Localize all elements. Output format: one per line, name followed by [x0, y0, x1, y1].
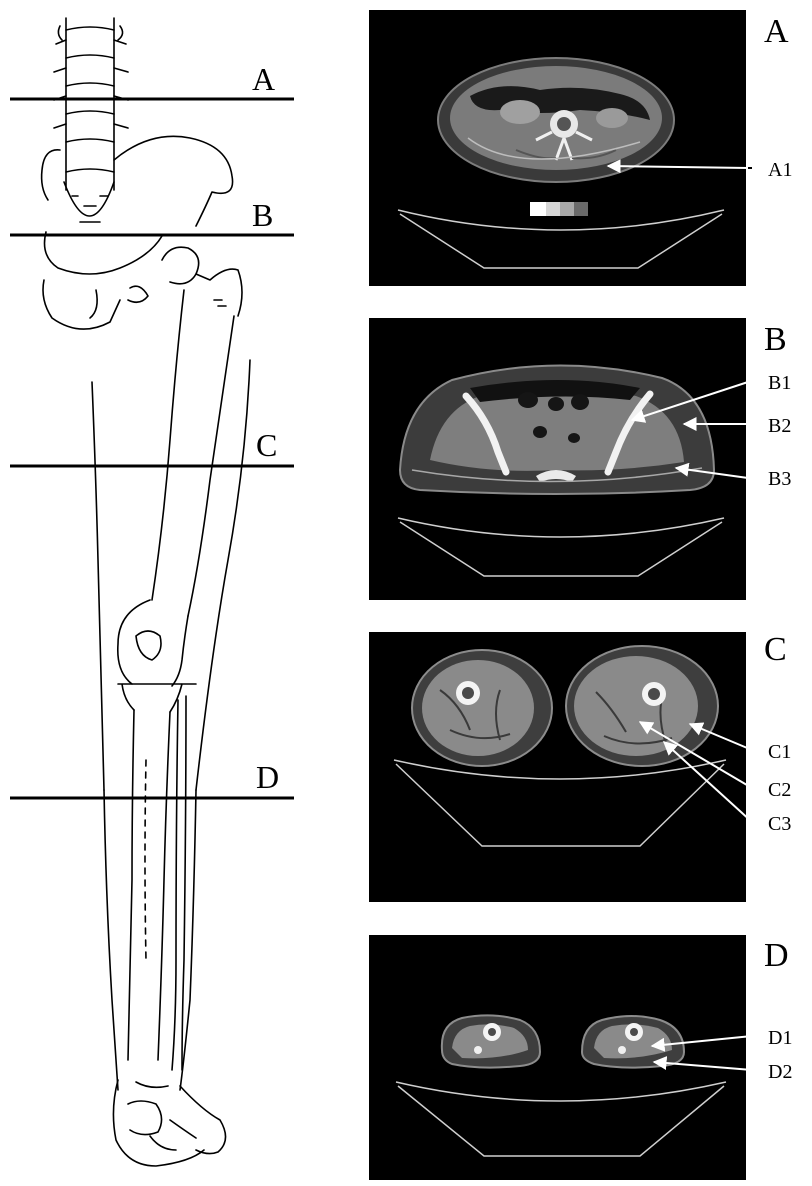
foot	[113, 1080, 225, 1166]
cutlines: A B C D	[10, 61, 294, 798]
ct-panel-b	[369, 318, 748, 600]
panel-a-label: A	[764, 13, 789, 50]
skeleton-drawing	[42, 18, 250, 1166]
cutline-d-label: D	[256, 759, 279, 795]
cutline-b-label: B	[252, 197, 273, 233]
marker-b3: B3	[768, 468, 791, 490]
cutline-c-label: C	[256, 427, 277, 463]
ct-panel-d	[369, 935, 752, 1180]
panel-d-label: D	[764, 937, 789, 974]
marker-b1: B1	[768, 372, 791, 394]
marker-b2: B2	[768, 415, 791, 437]
ct-slice-pelvis	[400, 365, 714, 494]
tibia-fibula	[128, 696, 186, 1070]
femur	[152, 290, 234, 616]
marker-c1: C1	[768, 741, 791, 763]
femur-head	[162, 247, 242, 316]
pelvis	[42, 136, 233, 329]
cutline-a-label: A	[252, 61, 275, 97]
panel-b-label: B	[764, 321, 787, 358]
panel-c-label: C	[764, 631, 787, 668]
calibration-bar	[530, 202, 588, 216]
lumbar-spine	[54, 18, 128, 190]
knee	[118, 600, 196, 712]
ct-slice-abdomen	[438, 58, 674, 182]
ct-panel-c	[369, 632, 752, 902]
marker-d2: D2	[768, 1061, 792, 1083]
marker-d1: D1	[768, 1027, 792, 1049]
marker-a1: A1	[768, 159, 792, 181]
marker-c2: C2	[768, 779, 791, 801]
marker-c3: C3	[768, 813, 791, 835]
ct-panel-a	[369, 10, 752, 286]
